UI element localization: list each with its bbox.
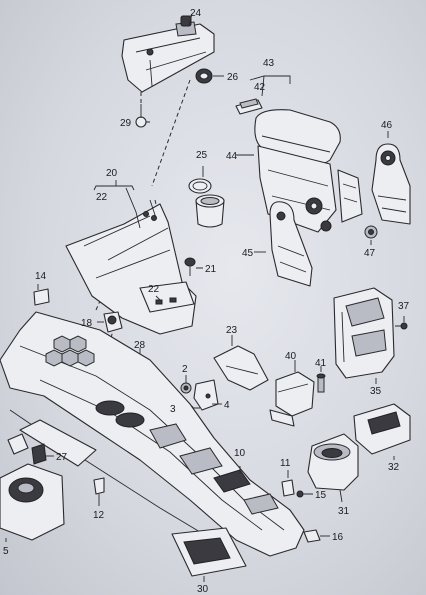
part-30-tray — [171, 527, 247, 582]
part-31-cup-insert — [307, 433, 359, 503]
part-number-label: 40 — [285, 351, 297, 362]
part-number-label: 22 — [96, 192, 108, 203]
part-number-label: 45 — [242, 248, 254, 259]
part-number-label: 47 — [364, 248, 376, 259]
part-10-console-body — [0, 311, 305, 557]
part-number-label: 5 — [3, 546, 9, 557]
part-35-panel — [333, 287, 408, 379]
part-number-label: 10 — [234, 448, 246, 459]
part-number-label: 42 — [254, 82, 266, 93]
part-number-label: 3 — [170, 404, 176, 415]
part-5-knob-housing — [0, 463, 65, 542]
part-number-label: 30 — [197, 584, 209, 595]
part-18-switch — [97, 311, 123, 333]
part-number-label: 11 — [280, 458, 291, 469]
part-number-label: 2 — [182, 364, 188, 375]
part-14-clip — [33, 288, 50, 306]
part-20-console-cover — [65, 187, 197, 335]
part-25-cup-holder — [188, 166, 225, 228]
leader-43 — [261, 75, 265, 97]
part-number-label: 32 — [388, 462, 400, 473]
part-number-label: 25 — [196, 150, 208, 161]
part-number-label: 26 — [227, 72, 239, 83]
part-number-label: 18 — [81, 318, 93, 329]
part-12-clip — [93, 477, 105, 506]
part-number-label: 41 — [315, 358, 327, 369]
part-number-labels: 24 26 29 43 42 44 46 25 20 22 21 45 47 1… — [3, 8, 410, 595]
part-number-label: 29 — [120, 118, 132, 129]
leader-43 — [249, 75, 291, 84]
hex-button-grid — [45, 335, 95, 367]
part-number-label: 27 — [56, 452, 68, 463]
part-40-mount-bracket — [269, 360, 326, 427]
part-29-screw — [135, 92, 150, 128]
part-number-label: 31 — [338, 506, 350, 517]
part-45-bracket — [269, 201, 313, 287]
part-21-screw — [184, 257, 203, 276]
part-number-label: 16 — [332, 532, 344, 543]
leader-22 — [155, 295, 163, 303]
part-number-label: 28 — [134, 340, 146, 351]
part-number-label: 12 — [93, 510, 105, 521]
part-32-switch-block — [353, 403, 411, 460]
part-42-pad — [235, 98, 263, 115]
leader-20 — [93, 185, 135, 191]
part-11-15-16-clips — [281, 470, 330, 543]
part-number-label: 43 — [263, 58, 275, 69]
part-number-label: 46 — [381, 120, 393, 131]
part-47-nut — [364, 225, 378, 245]
part-number-label: 14 — [35, 271, 47, 282]
part-number-label: 22 — [148, 284, 160, 295]
part-number-label: 15 — [315, 490, 327, 501]
part-number-label: 35 — [370, 386, 382, 397]
part-number-label: 44 — [226, 151, 238, 162]
part-number-label: 24 — [190, 8, 202, 19]
part-27-clip — [7, 433, 54, 465]
part-26-grommet — [195, 68, 224, 84]
part-24-bracket — [121, 13, 215, 93]
part-44-armrest — [254, 109, 363, 233]
part-number-label: 37 — [398, 301, 410, 312]
part-number-label: 21 — [205, 264, 217, 275]
part-23-cover — [213, 335, 269, 391]
alignment-line — [151, 79, 191, 187]
part-number-label: 4 — [224, 400, 230, 411]
part-46-latch — [371, 131, 411, 225]
part-number-label: 23 — [226, 325, 238, 336]
part-number-label: 20 — [106, 168, 118, 179]
